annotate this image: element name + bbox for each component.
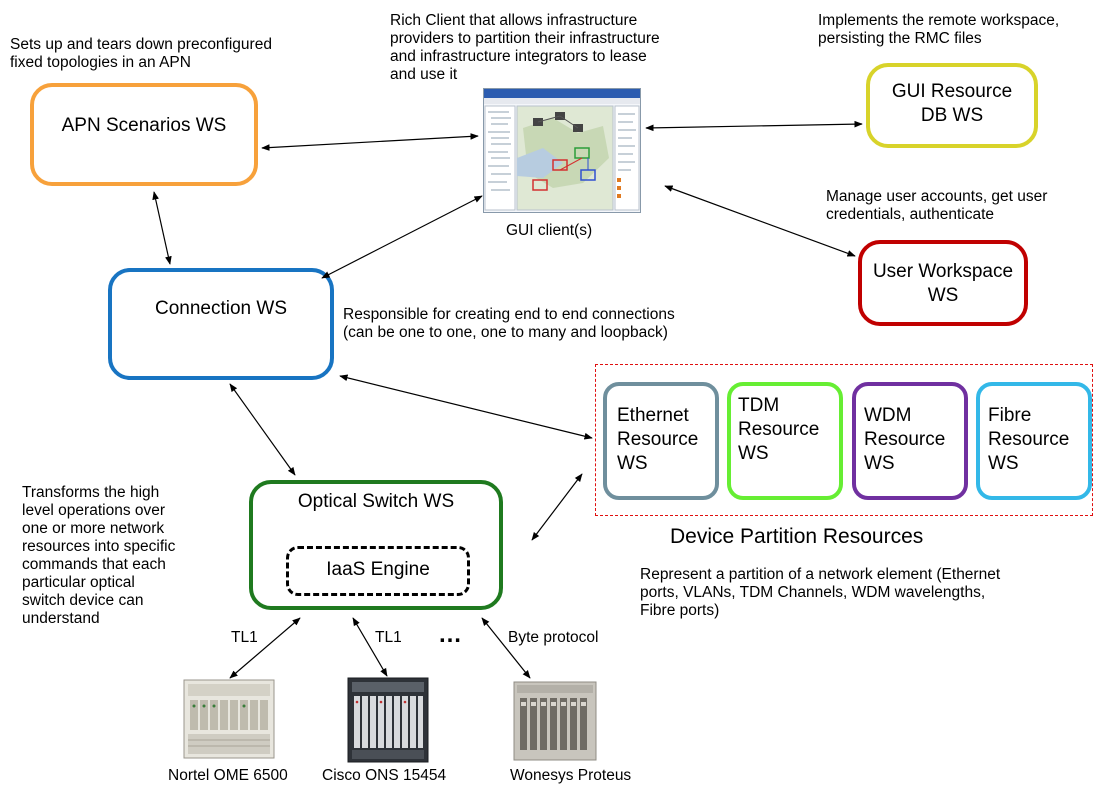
arrow-connection-optical	[229, 383, 296, 476]
apn-scenarios-box[interactable]	[30, 83, 258, 186]
wonesys-device-icon[interactable]	[512, 680, 598, 762]
optical-switch-label: Optical Switch WS	[297, 491, 455, 512]
gui-db-box[interactable]	[866, 63, 1038, 148]
user-workspace-box[interactable]	[858, 240, 1028, 326]
gui-client-screenshot-icon[interactable]	[483, 88, 641, 213]
arrow-apn-gui	[261, 133, 479, 151]
wonesys-label: Wonesys Proteus	[510, 767, 632, 784]
cisco-device-icon[interactable]	[346, 676, 430, 764]
nortel-label: Nortel OME 6500	[168, 767, 288, 784]
tl1-mid-label: TL1	[375, 629, 402, 646]
byte-protocol-label: Byte protocol	[508, 629, 599, 646]
partition-container	[595, 364, 1093, 516]
arrow-optical-cisco	[352, 617, 388, 677]
ethernet-resource-box[interactable]	[603, 382, 719, 500]
partition-title: Device Partition Resources	[670, 525, 924, 548]
arrow-connection-partition	[339, 374, 593, 440]
apn-scenarios-label: APN Scenarios WS	[61, 115, 227, 136]
arrow-gui-db	[645, 120, 863, 132]
connection-box[interactable]	[108, 268, 334, 380]
nortel-device-icon[interactable]	[182, 678, 276, 760]
connection-note: Responsible for creating end to end conn…	[343, 306, 675, 341]
arrow-optical-partition	[531, 473, 583, 541]
tdm-resource-box[interactable]	[727, 382, 843, 500]
arrow-optical-nortel	[229, 617, 301, 679]
arrow-connection-gui	[321, 195, 483, 279]
arrow-optical-wonesys	[481, 617, 531, 679]
connection-label: Connection WS	[154, 298, 287, 319]
ellipsis-label: …	[438, 621, 462, 648]
wdm-resource-box[interactable]	[852, 382, 968, 500]
tl1-left-label: TL1	[231, 629, 258, 646]
arrow-gui-user	[664, 185, 856, 257]
fibre-resource-box[interactable]	[976, 382, 1092, 500]
gui-client-label: GUI client(s)	[506, 222, 593, 239]
partition-note: Represent a partition of a network eleme…	[640, 566, 1001, 619]
arrow-apn-connection	[152, 191, 172, 265]
iaas-engine-box[interactable]	[286, 546, 470, 596]
iaas-engine-label: IaaS Engine	[326, 559, 430, 580]
gui-db-note: Implements the remote workspace,persisti…	[818, 12, 1060, 47]
cisco-label: Cisco ONS 15454	[322, 767, 447, 784]
